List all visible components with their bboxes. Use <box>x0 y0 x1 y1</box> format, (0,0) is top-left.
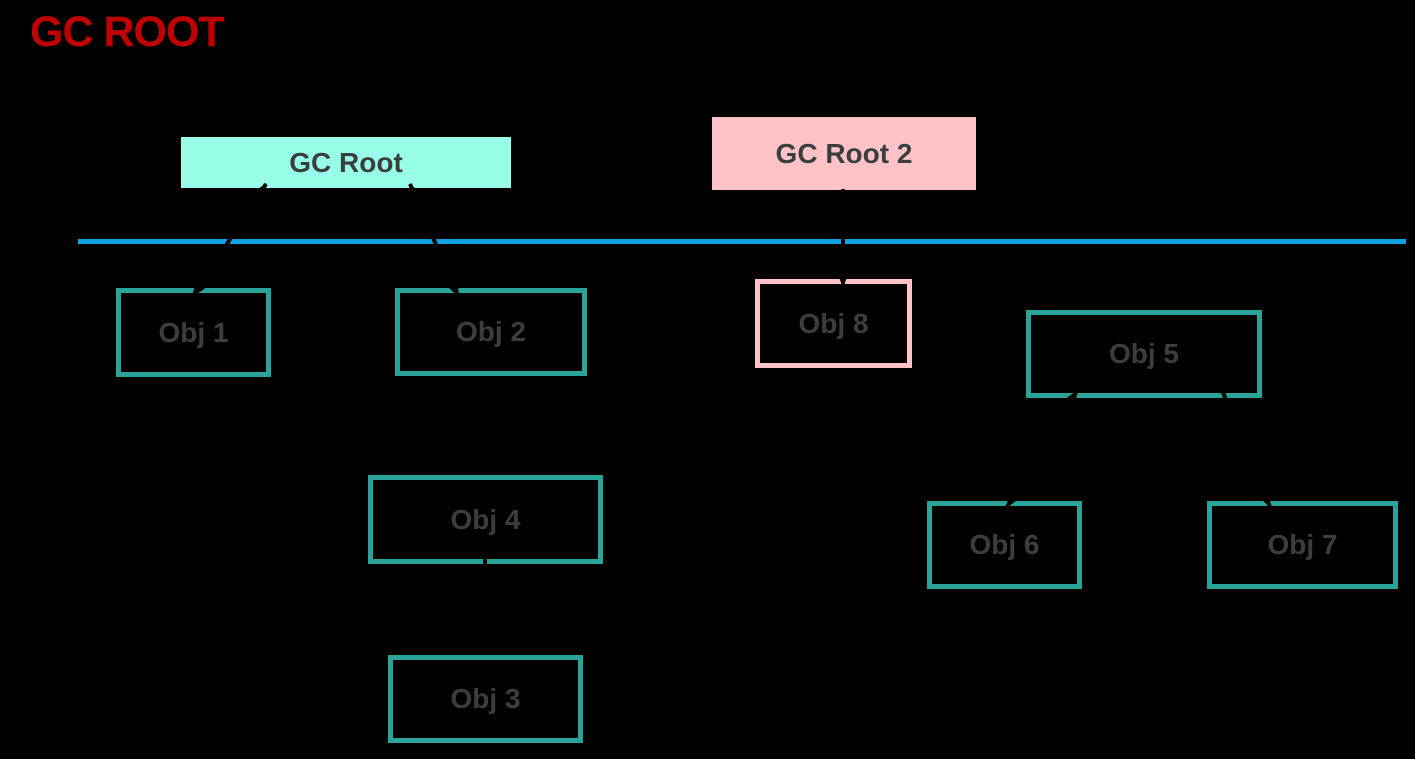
node-obj-8: Obj 8 <box>755 279 912 368</box>
node-obj-5: Obj 5 <box>1026 310 1262 398</box>
node-obj-6: Obj 6 <box>927 501 1082 589</box>
edge-obj-5-obj-7 <box>1220 389 1272 508</box>
node-obj-7: Obj 7 <box>1207 501 1398 589</box>
edge-obj-5-obj-6 <box>1005 389 1079 509</box>
node-obj-2: Obj 2 <box>395 288 587 376</box>
heap-divider-line <box>78 239 1406 244</box>
node-obj-3: Obj 3 <box>388 655 583 743</box>
node-obj-1: Obj 1 <box>116 288 271 377</box>
gc-root-2-box: GC Root 2 <box>712 117 976 190</box>
node-obj-4: Obj 4 <box>368 475 603 564</box>
gc-root-box: GC Root <box>181 137 511 188</box>
page-title: GC ROOT <box>30 8 225 56</box>
